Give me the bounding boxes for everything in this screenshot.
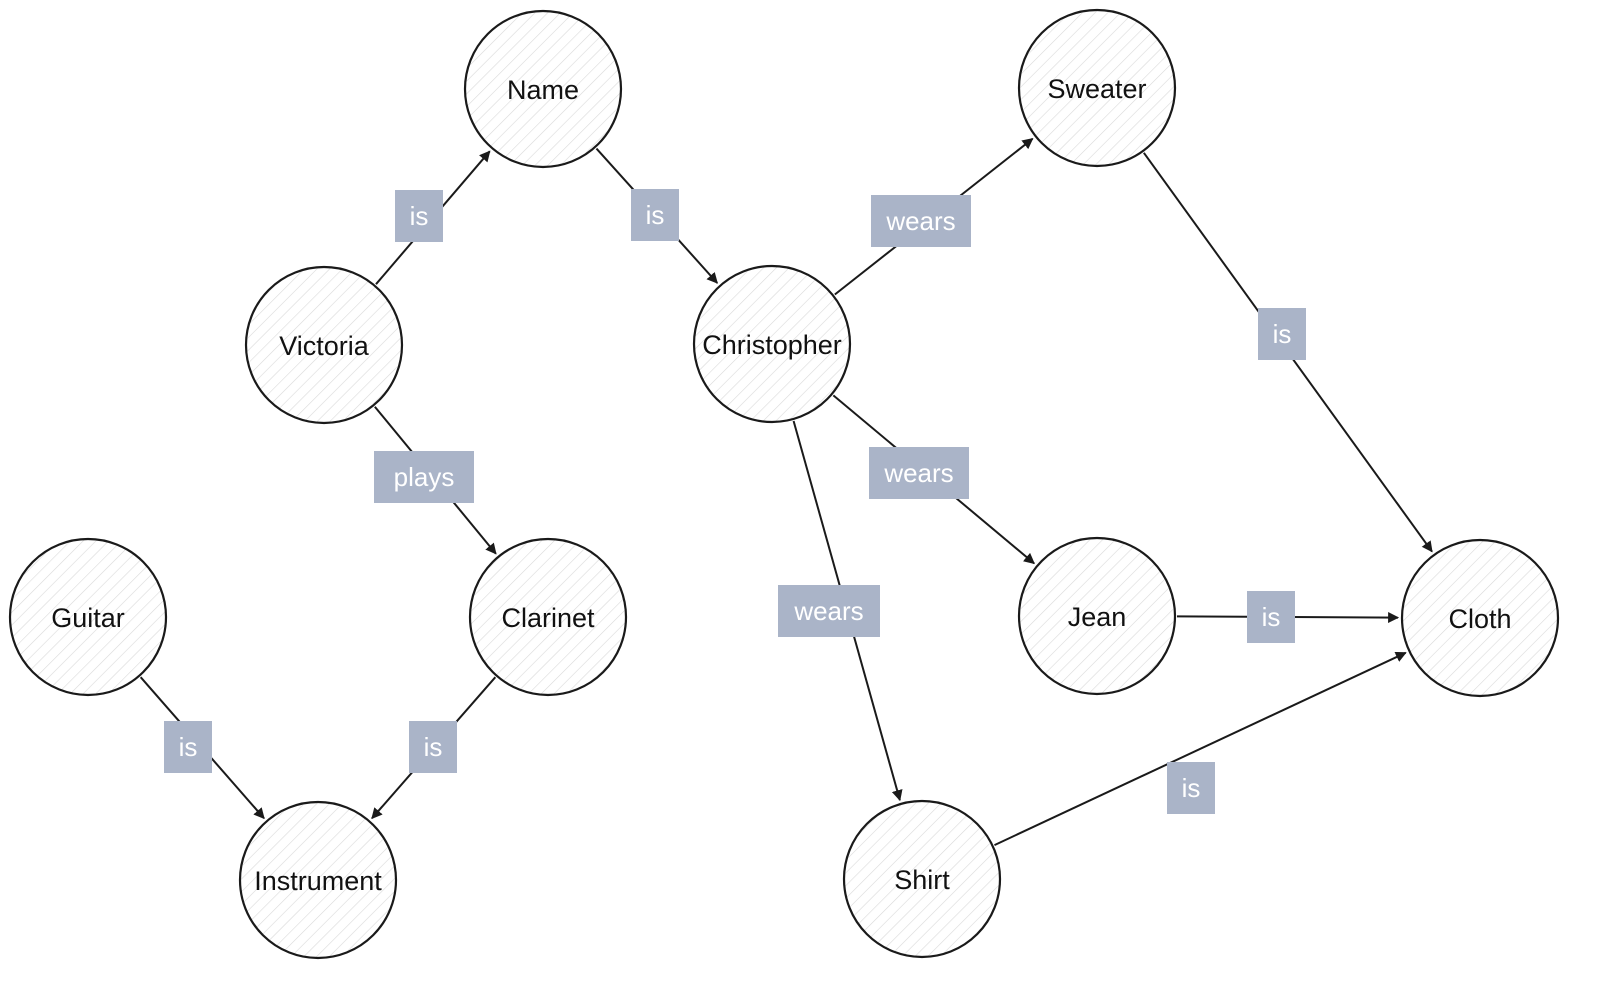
edge-label: wears	[885, 206, 955, 236]
edge-christopher-shirt: wears	[778, 420, 903, 802]
node-label: Clarinet	[501, 603, 595, 633]
edge-label-box	[778, 585, 880, 637]
edge-label-box	[1247, 591, 1295, 643]
edge-label: is	[179, 732, 198, 762]
edge-label: is	[410, 201, 429, 231]
edge-guitar-instrument: is	[139, 676, 265, 820]
edge-jean-cloth: is	[1176, 591, 1400, 643]
node-clarinet[interactable]: Clarinet	[468, 537, 628, 697]
edge-label: is	[1262, 602, 1281, 632]
node-label: Guitar	[51, 603, 125, 633]
edge-label: is	[1273, 319, 1292, 349]
node-name[interactable]: Name	[463, 9, 623, 169]
edge-label-box	[395, 190, 443, 242]
node-sweater[interactable]: Sweater	[1017, 8, 1177, 168]
edge-christopher-sweater: wears	[834, 137, 1034, 296]
node-circle	[238, 800, 398, 960]
node-label: Jean	[1068, 602, 1127, 632]
edge-label-box	[871, 195, 971, 247]
node-circle	[842, 799, 1002, 959]
edge-shirt-cloth: is	[994, 651, 1407, 847]
edge-label: is	[1182, 773, 1201, 803]
edge-christopher-jean: wears	[832, 394, 1035, 565]
node-label: Name	[507, 75, 579, 105]
edge-label-box	[1258, 308, 1306, 360]
node-jean[interactable]: Jean	[1017, 536, 1177, 696]
node-label: Victoria	[279, 331, 370, 361]
node-shirt[interactable]: Shirt	[842, 799, 1002, 959]
edge-label: wears	[793, 596, 863, 626]
edge-label-box	[631, 189, 679, 241]
node-circle	[1017, 536, 1177, 696]
node-label: Christopher	[702, 330, 842, 360]
node-victoria[interactable]: Victoria	[244, 265, 404, 425]
node-circle	[244, 265, 404, 425]
node-circle	[692, 264, 852, 424]
node-circle	[8, 537, 168, 697]
node-guitar[interactable]: Guitar	[8, 537, 168, 697]
edge-label: is	[424, 732, 443, 762]
edge-label-box	[1167, 762, 1215, 814]
node-label: Sweater	[1047, 74, 1146, 104]
edge-label: is	[646, 200, 665, 230]
edge-victoria-name: is	[375, 150, 491, 285]
node-circle	[463, 9, 623, 169]
node-instrument[interactable]: Instrument	[238, 800, 398, 960]
edge-arrow	[994, 651, 1407, 847]
node-label: Cloth	[1448, 604, 1511, 634]
node-circle	[1400, 538, 1560, 698]
edge-victoria-clarinet: plays	[374, 406, 497, 555]
edge-sweater-cloth: is	[1143, 152, 1433, 553]
edge-label-box	[374, 451, 474, 503]
node-christopher[interactable]: Christopher	[692, 264, 852, 424]
node-circle	[1017, 8, 1177, 168]
node-label: Instrument	[254, 866, 382, 896]
edge-label: plays	[394, 462, 455, 492]
node-label: Shirt	[894, 865, 950, 895]
edge-label-box	[869, 447, 969, 499]
node-circle	[468, 537, 628, 697]
edge-name-christopher: is	[595, 147, 718, 284]
edge-clarinet-instrument: is	[371, 676, 497, 820]
edge-label-box	[164, 721, 212, 773]
node-cloth[interactable]: Cloth	[1400, 538, 1560, 698]
edge-label-box	[409, 721, 457, 773]
edge-label: wears	[883, 458, 953, 488]
